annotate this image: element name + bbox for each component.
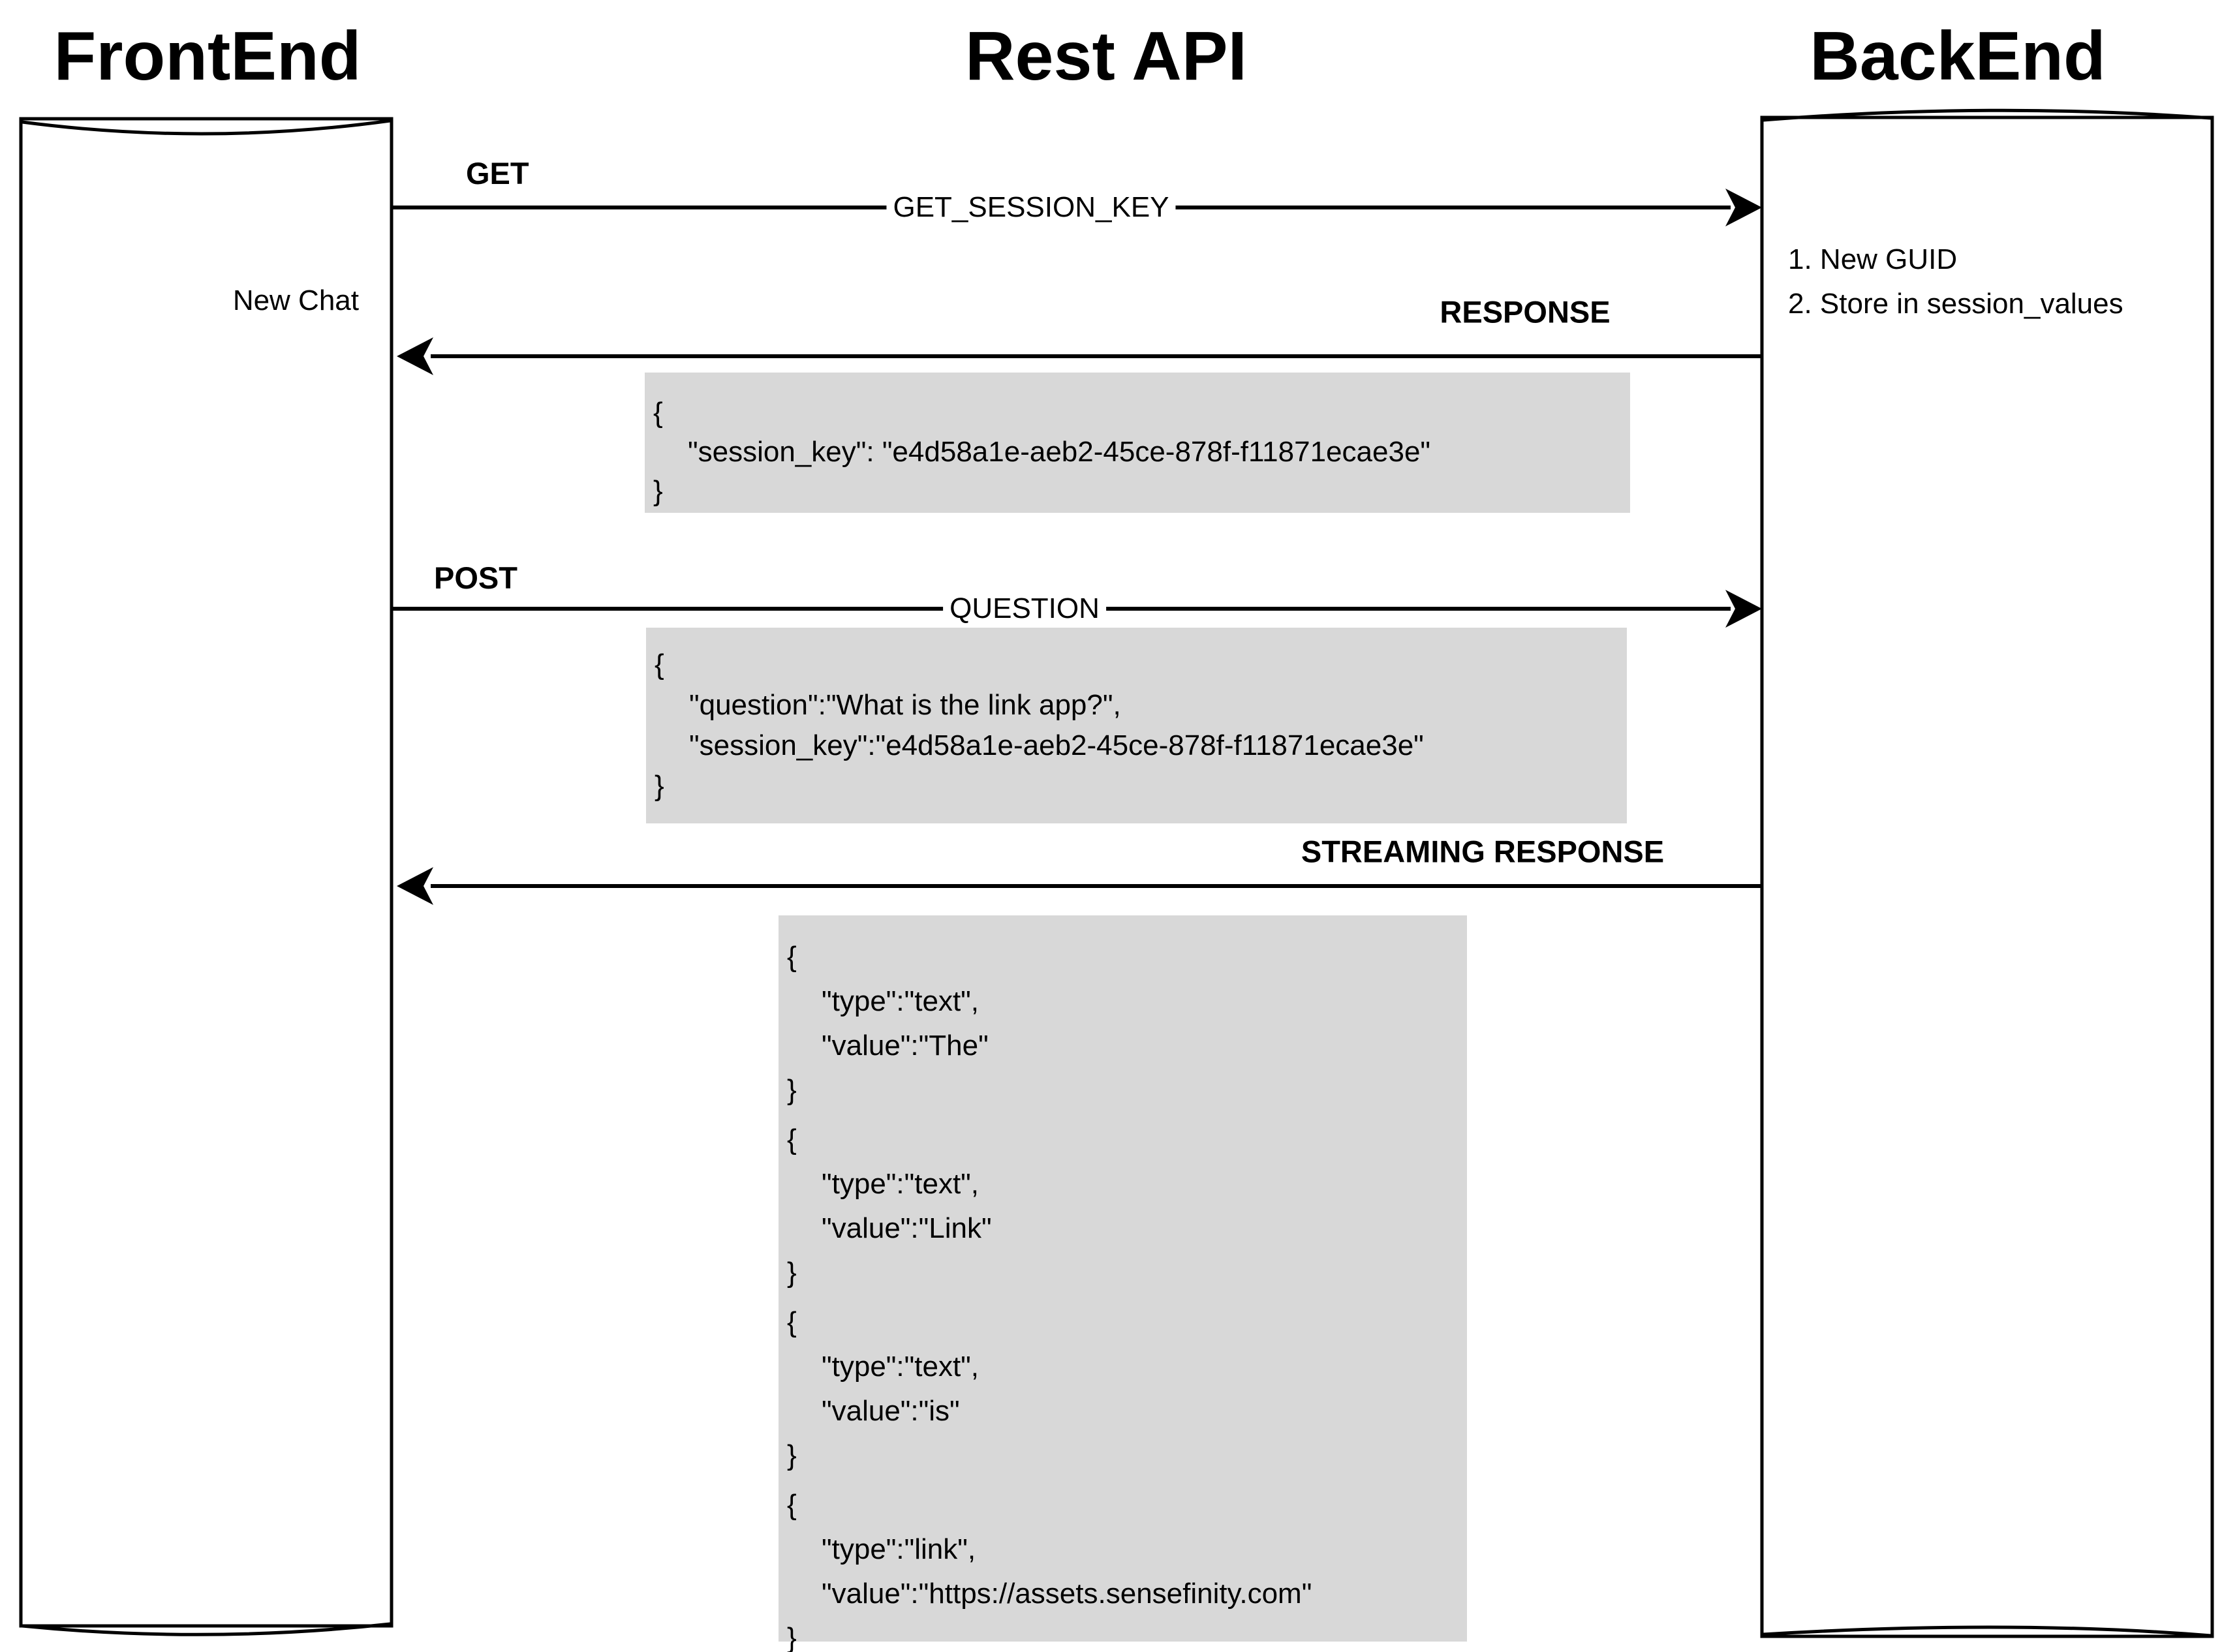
- streaming-response-arrow: [397, 867, 1762, 905]
- json-line: "value":"The": [822, 1030, 989, 1062]
- json-line: "value":"https://assets.sensefinity.com": [822, 1578, 1312, 1610]
- backend-step: 1. New GUID: [1788, 243, 1958, 275]
- json-line: {: [787, 1306, 797, 1338]
- streaming-response-label: STREAMING RESPONSE: [1301, 834, 1665, 869]
- response-label: RESPONSE: [1440, 294, 1611, 329]
- json-line: }: [787, 1074, 797, 1106]
- backend-title: BackEnd: [1810, 18, 2106, 95]
- json-line: "question":"What is the link app?",: [689, 689, 1121, 721]
- post-method-label: POST: [434, 560, 517, 595]
- json-line: "value":"is": [822, 1395, 960, 1427]
- json-line: "type":"text",: [822, 985, 980, 1017]
- response-arrow: [397, 337, 1762, 375]
- json-line: "value":"Link": [822, 1212, 992, 1244]
- json-line: {: [787, 1124, 797, 1155]
- stream-chunk: { "type":"text", "value":"The" }: [787, 935, 1467, 1112]
- json-line: "type":"link",: [822, 1533, 976, 1565]
- json-line: {: [787, 941, 797, 973]
- stream-chunk: { "type":"text", "value":"is" }: [787, 1300, 1467, 1478]
- json-line: "session_key":"e4d58a1e-aeb2-45ce-878f-f…: [689, 729, 1424, 761]
- question-request-payload: { "question":"What is the link app?", "s…: [646, 628, 1627, 823]
- json-line: }: [787, 1257, 797, 1289]
- question-label: QUESTION: [943, 591, 1106, 626]
- json-line: {: [787, 1489, 797, 1521]
- json-line: {: [655, 649, 664, 681]
- json-line: {: [653, 397, 663, 429]
- get-method-label: GET: [466, 156, 529, 191]
- frontend-title: FrontEnd: [54, 18, 362, 95]
- backend-lifeline-box: [1760, 108, 2214, 1638]
- backend-step: 2. Store in session_values: [1788, 288, 2123, 320]
- json-line: "session_key": "e4d58a1e-aeb2-45ce-878f-…: [688, 436, 1431, 468]
- json-line: "type":"text",: [822, 1351, 980, 1383]
- json-line: "type":"text",: [822, 1168, 980, 1200]
- frontend-lifeline-box: [19, 117, 393, 1636]
- json-line: }: [653, 475, 663, 507]
- json-line: }: [787, 1622, 797, 1652]
- session-key-response-payload: { "session_key": "e4d58a1e-aeb2-45ce-878…: [645, 373, 1630, 513]
- rest-api-title: Rest API: [965, 18, 1247, 95]
- json-line: }: [655, 770, 664, 802]
- stream-chunk: { "type":"text", "value":"Link" }: [787, 1118, 1467, 1295]
- streaming-chunks-payload: { "type":"text", "value":"The" } { "type…: [779, 915, 1467, 1652]
- stream-chunk: { "type":"link", "value":"https://assets…: [787, 1483, 1467, 1652]
- new-chat-note: New Chat: [232, 284, 359, 316]
- get-session-key-label: GET_SESSION_KEY: [886, 190, 1176, 225]
- json-line: }: [787, 1439, 797, 1471]
- backend-steps: 1. New GUID 2. Store in session_values: [1788, 237, 2123, 326]
